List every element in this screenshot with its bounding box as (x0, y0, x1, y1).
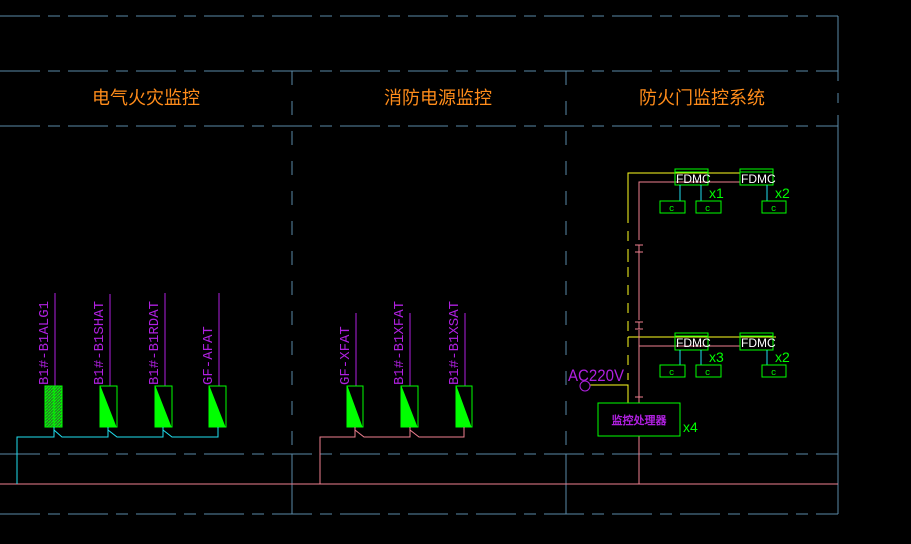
fdmc-module[interactable]: FDMC (674, 332, 711, 365)
section-title-electrical-fire: 电气火灾监控 (92, 88, 200, 109)
qty-label: x2 (775, 185, 790, 201)
fdmc-label: FDMC (741, 336, 776, 350)
processor-body (597, 402, 681, 437)
pink-bus-start (319, 427, 356, 484)
door-contact-label: c (771, 204, 776, 214)
door-contact-label: c (705, 368, 710, 378)
fdmc-label: FDMC (741, 172, 776, 186)
cyan-bus-segment (107, 427, 164, 438)
door-contact-label: c (705, 204, 710, 214)
device-triangle-fill (455, 385, 472, 428)
device-triangle[interactable]: B1#-B1XSAT (447, 301, 473, 428)
cyan-bus-segment (162, 427, 219, 438)
device-label: B1#-B1XSAT (447, 301, 463, 385)
fdmc-label: FDMC (676, 336, 711, 350)
device-triangle-fill (154, 385, 172, 428)
device-triangle-fill (208, 385, 226, 428)
fdmc-body (674, 168, 709, 186)
device-label: B1#-B1SHAT (92, 301, 108, 385)
fdmc-module[interactable]: FDMC (739, 332, 776, 365)
cyan-bus-segment (53, 427, 109, 438)
section-title-power-monitor: 消防电源监控 (384, 88, 492, 109)
device-label: B1#-B1XFAT (392, 301, 408, 385)
fdmc-module[interactable]: FDMC (739, 168, 776, 201)
fdmc-body (674, 332, 709, 351)
power-feed-line (590, 384, 629, 403)
signal-line-top (638, 181, 740, 240)
qty-label: x3 (709, 349, 724, 365)
device-triangle[interactable]: B1#-B1XFAT (392, 301, 419, 428)
device-label: GF-AFAT (201, 326, 217, 385)
device-triangle-fill (346, 385, 363, 428)
door-contact-box[interactable] (659, 200, 686, 214)
device-label: B1#-B1ALG1 (37, 301, 53, 385)
power-source-label: AC220V (568, 366, 625, 385)
door-contact-label: c (669, 204, 674, 214)
device-hatched[interactable]: B1#-B1ALG1 (37, 293, 63, 428)
qty-label: x1 (709, 185, 724, 201)
pink-bus-segment (354, 427, 411, 438)
monitor-processor[interactable]: 监控处理器 (597, 402, 681, 437)
fdmc-body (739, 332, 774, 351)
fdmc-label: FDMC (676, 172, 711, 186)
pink-bus-segment (409, 427, 465, 438)
door-contact-label: c (771, 368, 776, 378)
device-label: B1#-B1RDAT (147, 301, 163, 385)
qty-label: x2 (775, 349, 790, 365)
device-triangle-fill (400, 385, 418, 428)
section-title-fire-door: 防火门监控系统 (639, 88, 765, 109)
fdmc-module[interactable]: FDMC (674, 168, 711, 201)
processor-label: 监控处理器 (612, 413, 668, 427)
door-contact-box[interactable] (659, 364, 686, 378)
fire-door-group: FDMC c c x1 FDMC c x2 FDMC c c x3 (568, 168, 790, 484)
cyan-bus-start (16, 427, 55, 484)
device-triangle[interactable]: B1#-B1SHAT (92, 294, 118, 428)
processor-qty-label: x4 (683, 419, 698, 435)
fdmc-body (739, 168, 774, 186)
door-contact-box[interactable] (695, 364, 722, 378)
door-contact-label: c (669, 368, 674, 378)
device-triangle[interactable]: GF-AFAT (201, 293, 227, 428)
door-contact-box[interactable] (761, 364, 787, 378)
device-label: GF-XFAT (338, 326, 354, 385)
power-monitor-group: GF-XFAT B1#-B1XFAT B1#-B1XSAT (319, 301, 473, 484)
line-break-symbol (635, 395, 643, 403)
line-break-symbol (635, 244, 643, 253)
device-triangle[interactable]: B1#-B1RDAT (147, 293, 173, 428)
device-triangle-fill (99, 385, 117, 428)
power-terminal-icon (579, 380, 591, 392)
electrical-fire-group: B1#-B1ALG1 B1#-B1SHAT B1#-B1RDAT GF (16, 293, 227, 484)
power-line-top (627, 172, 740, 213)
device-triangle[interactable]: GF-XFAT (338, 313, 364, 428)
line-break-symbol (635, 321, 643, 330)
door-contact-box[interactable] (761, 200, 787, 214)
door-contact-box[interactable] (695, 200, 722, 214)
